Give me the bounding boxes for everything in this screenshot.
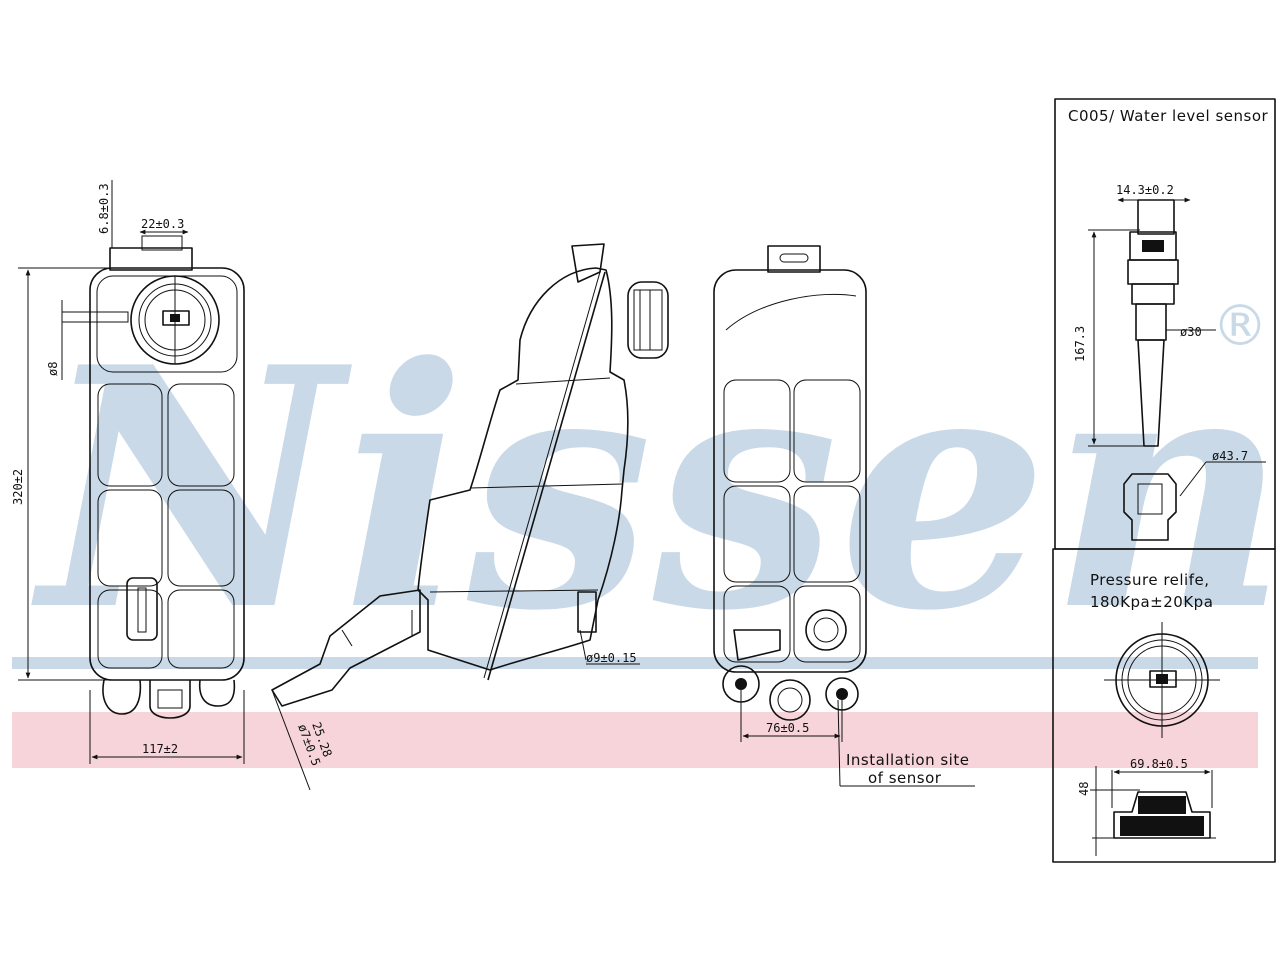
front-dim-hose: ø8 bbox=[46, 362, 60, 376]
sensor-dim-width: 14.3±0.2 bbox=[1116, 183, 1174, 197]
front-dim-tab: 6.8±0.3 bbox=[97, 183, 111, 234]
watermark-brand: Nissens bbox=[30, 295, 1280, 683]
front-dim-neck: 22±0.3 bbox=[141, 217, 184, 231]
front-dim-width: 117±2 bbox=[142, 742, 178, 756]
rear-note-line2: of sensor bbox=[868, 769, 942, 787]
sensor-dim-base: ø43.7 bbox=[1212, 449, 1248, 463]
watermark-registered-mark: ® bbox=[1212, 294, 1268, 359]
sensor-panel: C005/ Water level sensor 14.3±0.2 167.3 … bbox=[1054, 98, 1276, 550]
cap-dim-height: 48 bbox=[1077, 782, 1091, 796]
cap-dim-diameter: 69.8±0.5 bbox=[1130, 757, 1188, 771]
watermark-band bbox=[12, 712, 1258, 768]
rear-view: 76±0.5 Installation site of sensor bbox=[713, 245, 975, 787]
front-view: 320±2 117±2 22±0.3 6.8±0.3 ø8 bbox=[11, 180, 245, 764]
sensor-dim-shaft: ø30 bbox=[1180, 325, 1202, 339]
rear-note-line1: Installation site bbox=[846, 751, 969, 769]
rear-dim-outlet: 76±0.5 bbox=[766, 721, 809, 735]
side-dim-port: ø9±0.15 bbox=[586, 651, 637, 665]
sensor-dim-length: 167.3 bbox=[1073, 326, 1087, 362]
cap-title-line2: 180Kpa±20Kpa bbox=[1090, 593, 1213, 611]
sensor-panel-title: C005/ Water level sensor bbox=[1068, 107, 1269, 125]
watermark-underline bbox=[12, 657, 1258, 669]
front-dim-height: 320±2 bbox=[11, 469, 25, 505]
cap-panel: Pressure relife, 180Kpa±20Kpa 69.8±0.5 4… bbox=[1052, 548, 1276, 863]
cap-title-line1: Pressure relife, bbox=[1090, 571, 1210, 589]
